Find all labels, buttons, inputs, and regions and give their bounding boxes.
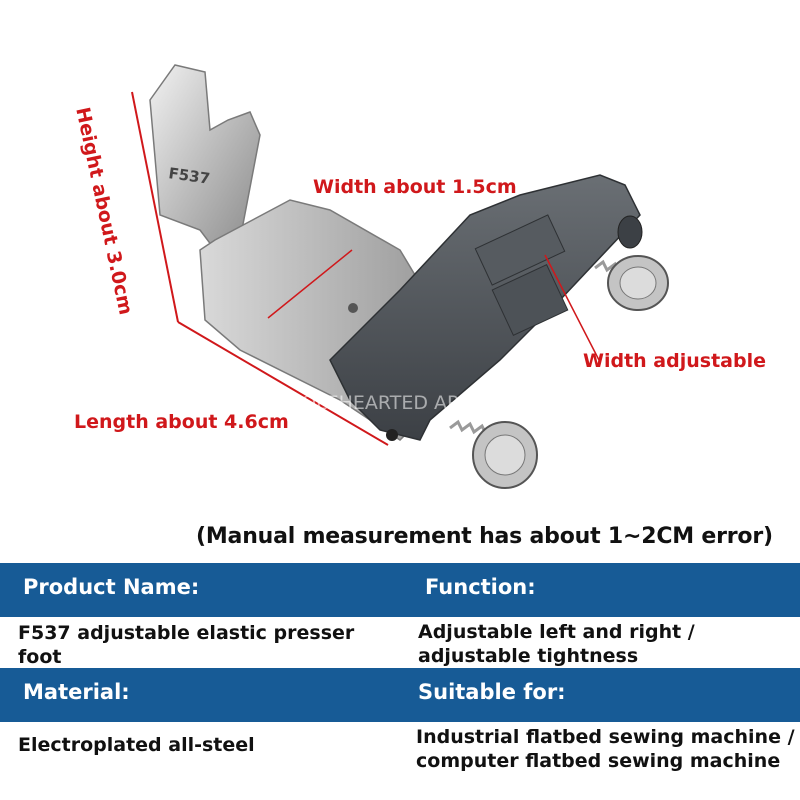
foot-guide (329, 174, 641, 441)
suitable-for-heading: Suitable for: (418, 680, 566, 704)
spec-header-row-1: Product Name: Function: (0, 563, 800, 617)
suitable-for-value: Industrial flatbed sewing machine / comp… (416, 726, 795, 772)
width-adjustable-label: Width adjustable (583, 350, 766, 372)
product-name-heading: Product Name: (23, 575, 200, 599)
function-heading: Function: (425, 575, 536, 599)
length-measure-line (177, 321, 389, 446)
width-adjust-line (544, 254, 601, 363)
product-name-value: F537 adjustable elastic presser foot (18, 622, 355, 668)
function-value: Adjustable left and right / adjustable t… (418, 621, 695, 667)
material-value: Electroplated all-steel (18, 734, 255, 756)
watermark: WHOLEHEARTED APPAREL (268, 392, 518, 414)
adjust-screw-icon (472, 421, 538, 489)
adjust-screw-icon (607, 215, 669, 311)
measurement-note: (Manual measurement has about 1~2CM erro… (196, 524, 773, 549)
height-measure-line (131, 91, 179, 323)
model-engraving: F537 (167, 164, 211, 188)
spec-header-row-2: Material: Suitable for: (0, 668, 800, 722)
length-label: Length about 4.6cm (74, 411, 289, 433)
presser-foot-image: F537 WHOLEHEARTED APPAREL (131, 64, 669, 489)
foot-shank (149, 64, 261, 251)
material-heading: Material: (23, 680, 130, 704)
width-label: Width about 1.5cm (313, 176, 517, 198)
width-measure-line (267, 249, 353, 319)
